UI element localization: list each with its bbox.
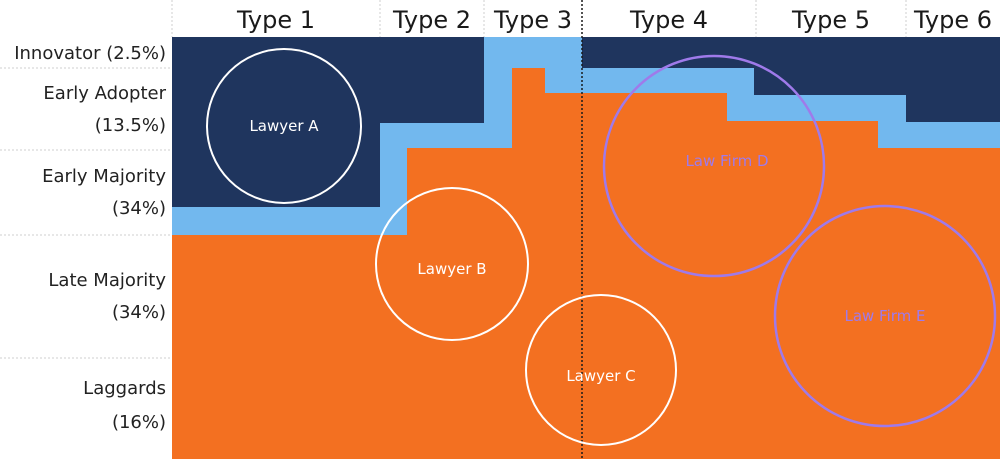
entity-lawyer-c: Lawyer C	[525, 294, 677, 446]
entity-law-firm-d: Law Firm D	[602, 54, 826, 278]
row-labels: Innovator (2.5%) Early Adopter (13.5%) E…	[14, 43, 166, 433]
row-label-early-majority: Early Majority	[42, 166, 166, 187]
entity-lawyer-b: Lawyer B	[375, 187, 529, 341]
column-header-type-3: Type 3	[493, 6, 572, 34]
lawyer-b-label: Lawyer B	[417, 260, 486, 278]
row-label-late-majority-percent: (34%)	[112, 302, 166, 323]
column-headers: Type 1 Type 2 Type 3 Type 4 Type 5 Type …	[236, 6, 992, 34]
column-header-type-6: Type 6	[913, 6, 992, 34]
row-label-early-adopter: Early Adopter	[43, 83, 166, 104]
column-header-type-4: Type 4	[629, 6, 708, 34]
law-firm-d-circle	[602, 54, 826, 278]
law-firm-e-label: Law Firm E	[844, 307, 925, 325]
entity-lawyer-a: Lawyer A	[206, 48, 362, 204]
law-firm-d-label: Law Firm D	[685, 152, 768, 170]
row-label-innovator: Innovator (2.5%)	[14, 43, 166, 64]
row-dividers	[0, 67, 172, 359]
column-header-type-5: Type 5	[791, 6, 870, 34]
lawyer-a-label: Lawyer A	[249, 117, 319, 135]
lawyer-b-circle	[375, 187, 529, 341]
law-firm-e-circle	[773, 204, 997, 428]
lawyer-c-circle	[525, 294, 677, 446]
row-label-early-adopter-percent: (13.5%)	[95, 115, 166, 136]
row-label-laggards: Laggards	[83, 378, 166, 399]
column-header-type-2: Type 2	[392, 6, 471, 34]
lawyer-c-label: Lawyer C	[566, 367, 635, 385]
orange-region	[172, 68, 1000, 459]
column-header-type-1: Type 1	[236, 6, 315, 34]
entity-law-firm-e: Law Firm E	[773, 204, 997, 428]
lawyer-a-circle	[206, 48, 362, 204]
row-label-laggards-percent: (16%)	[112, 412, 166, 433]
row-label-late-majority: Late Majority	[48, 270, 166, 291]
row-label-early-majority-percent: (34%)	[112, 198, 166, 219]
